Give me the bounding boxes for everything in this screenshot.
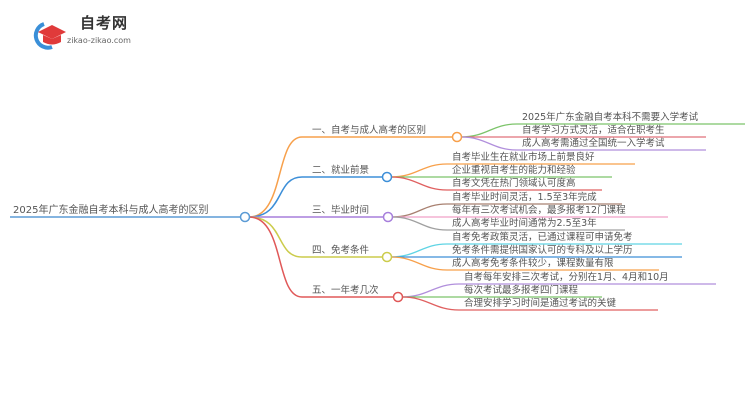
leaf-link	[460, 136, 706, 151]
branch-node[interactable]: 二、就业前景	[312, 165, 370, 176]
leaf-node[interactable]: 每次考试最多报考四门课程	[464, 285, 579, 296]
branch-collapse-toggle[interactable]	[381, 251, 393, 263]
root-node[interactable]: 2025年广东金融自考本科与成人高考的区别	[13, 205, 209, 216]
leaf-node[interactable]: 合理安排学习时间是通过考试的关键	[464, 298, 617, 309]
leaf-node[interactable]: 自考免考政策灵活，已通过课程可申请免考	[452, 232, 633, 243]
leaf-node[interactable]: 成人高考免考条件较少，课程数量有限	[452, 258, 614, 269]
branch-collapse-toggle[interactable]	[392, 291, 404, 303]
branch-collapse-toggle[interactable]	[451, 131, 463, 143]
leaf-node[interactable]: 自考每年安排三次考试，分别在1月、4月和10月	[464, 272, 669, 283]
branch-link	[248, 176, 383, 218]
logo-title: 自考网	[80, 14, 129, 32]
leaf-node[interactable]: 每年有三次考试机会，最多报考12门课程	[452, 205, 626, 216]
branch-collapse-toggle[interactable]	[382, 211, 394, 223]
leaf-node[interactable]: 自考毕业时间灵活，1.5至3年完成	[452, 192, 597, 203]
branch-collapse-toggle[interactable]	[381, 171, 393, 183]
leaf-node[interactable]: 成人高考毕业时间通常为2.5至3年	[452, 218, 597, 229]
leaf-link	[390, 256, 659, 271]
leaf-link	[401, 296, 658, 311]
branch-node[interactable]: 四、免考条件	[312, 245, 370, 256]
logo-url: zikao-zikao.com	[67, 36, 131, 45]
branch-link	[248, 216, 394, 298]
graduation-cap-logo-icon	[33, 22, 66, 50]
leaf-node[interactable]: 成人高考需通过全国统一入学考试	[522, 138, 665, 149]
leaf-node[interactable]: 自考毕业生在就业市场上前景良好	[452, 152, 595, 163]
leaf-link	[391, 216, 625, 231]
branch-node[interactable]: 五、一年考几次	[312, 285, 379, 296]
leaf-node[interactable]: 自考学习方式灵活，适合在职考生	[522, 125, 665, 136]
leaf-node[interactable]: 2025年广东金融自考本科不需要入学考试	[522, 112, 699, 123]
branch-link	[248, 136, 453, 218]
branch-node[interactable]: 三、毕业时间	[312, 205, 370, 216]
branch-node[interactable]: 一、自考与成人高考的区别	[312, 125, 427, 136]
logo	[30, 20, 70, 54]
leaf-node[interactable]: 企业重视自考生的能力和经验	[452, 165, 576, 176]
branch-link	[248, 216, 383, 258]
leaf-node[interactable]: 自考文凭在热门领域认可度高	[452, 178, 576, 189]
leaf-link	[390, 176, 602, 191]
root-collapse-toggle[interactable]	[239, 211, 251, 223]
leaf-node[interactable]: 免考条件需提供国家认可的专科及以上学历	[452, 245, 633, 256]
